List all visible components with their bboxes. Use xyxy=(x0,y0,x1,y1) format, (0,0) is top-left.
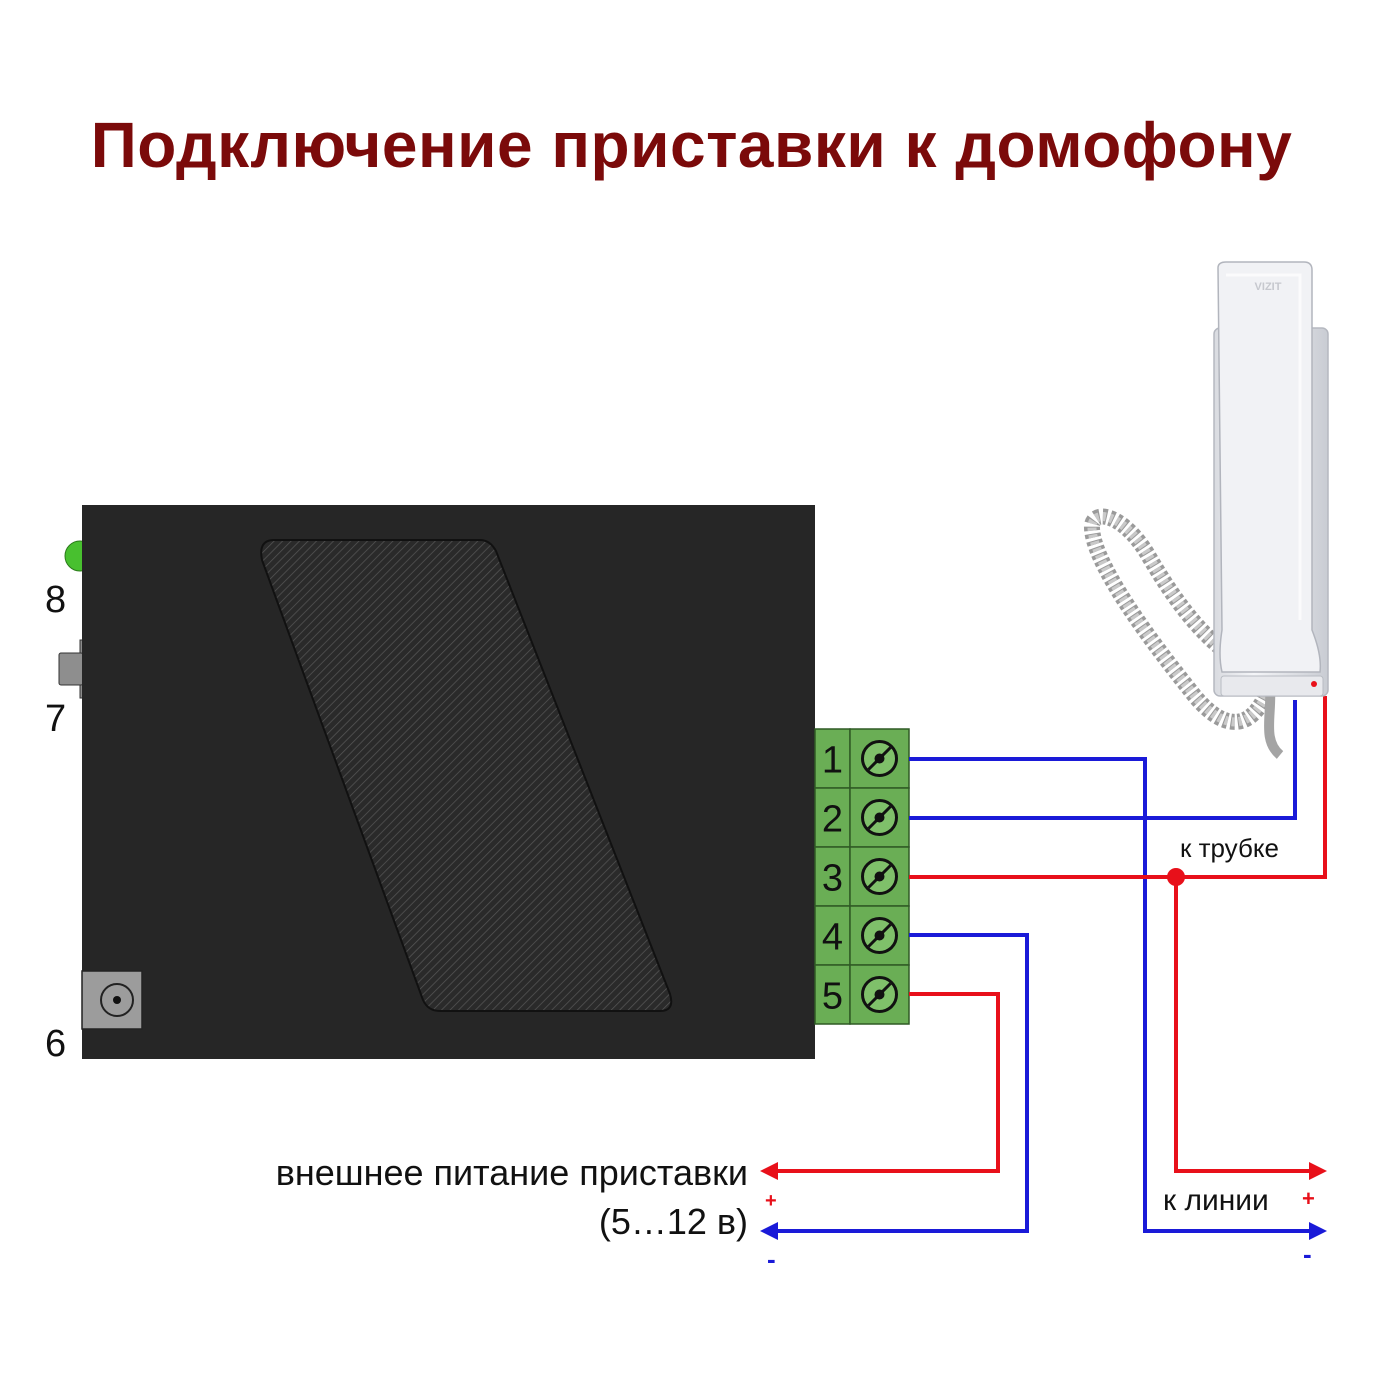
terminal-screw-center xyxy=(874,812,885,823)
terminal-screw-center xyxy=(874,753,885,764)
label-to-handset: к трубке xyxy=(1180,833,1279,863)
label-ext-power: внешнее питание приставки xyxy=(276,1152,748,1193)
label-line-plus: + xyxy=(1302,1186,1315,1211)
arrow-line-plus xyxy=(1309,1162,1327,1180)
label-button-number: 7 xyxy=(45,698,66,740)
wire-terminal-5 xyxy=(772,992,1000,1173)
terminal-screw-center xyxy=(874,930,885,941)
terminal-number: 4 xyxy=(822,917,843,959)
wire-junction-to-line xyxy=(1174,877,1318,1173)
device-window xyxy=(260,539,673,1012)
terminal-number: 5 xyxy=(822,976,843,1018)
terminal-number-cell xyxy=(814,846,851,907)
handset-indicator xyxy=(1311,681,1317,687)
label-led-number: 8 xyxy=(45,579,66,621)
wire-terminal-3 xyxy=(909,696,1327,879)
label-line-minus: - xyxy=(1303,1239,1312,1269)
arrow-power-plus xyxy=(760,1162,778,1180)
wires xyxy=(772,696,1327,1233)
label-jack-number: 6 xyxy=(45,1023,66,1065)
terminal-2: 2 xyxy=(814,787,910,848)
wire-terminal-2 xyxy=(909,700,1297,820)
intercom-handset: VIZIT xyxy=(1084,261,1329,759)
terminal-5: 5 xyxy=(814,964,910,1025)
terminal-screw-center xyxy=(874,871,885,882)
handset-brand: VIZIT xyxy=(1255,281,1282,293)
arrow-power-minus xyxy=(760,1222,778,1240)
terminal-number: 1 xyxy=(822,740,843,782)
terminal-number-cell xyxy=(814,964,851,1025)
terminal-4: 4 xyxy=(814,905,910,966)
diagram-title: Подключение приставки к домофону xyxy=(90,109,1293,181)
label-voltage: (5…12 в) xyxy=(599,1201,748,1242)
label-to-line: к линии xyxy=(1163,1184,1269,1217)
terminal-number-cell xyxy=(814,905,851,966)
wire-terminal-4 xyxy=(772,933,1029,1233)
label-power-plus: + xyxy=(765,1190,777,1212)
wire-terminal-1 xyxy=(909,757,1318,1233)
terminal-number-cell xyxy=(814,787,851,848)
label-power-minus: - xyxy=(767,1244,776,1274)
terminal-3: 3 xyxy=(814,846,910,907)
terminal-screw-center xyxy=(874,989,885,1000)
adapter-device xyxy=(58,505,815,1059)
wire-junction-dot xyxy=(1167,868,1185,886)
terminal-number: 3 xyxy=(822,858,843,900)
terminal-number: 2 xyxy=(822,799,843,841)
terminal-block: 1 2 3 4 5 xyxy=(814,728,910,1025)
power-jack xyxy=(81,970,143,1030)
arrow-line-minus xyxy=(1309,1222,1327,1240)
terminal-1: 1 xyxy=(814,728,910,789)
